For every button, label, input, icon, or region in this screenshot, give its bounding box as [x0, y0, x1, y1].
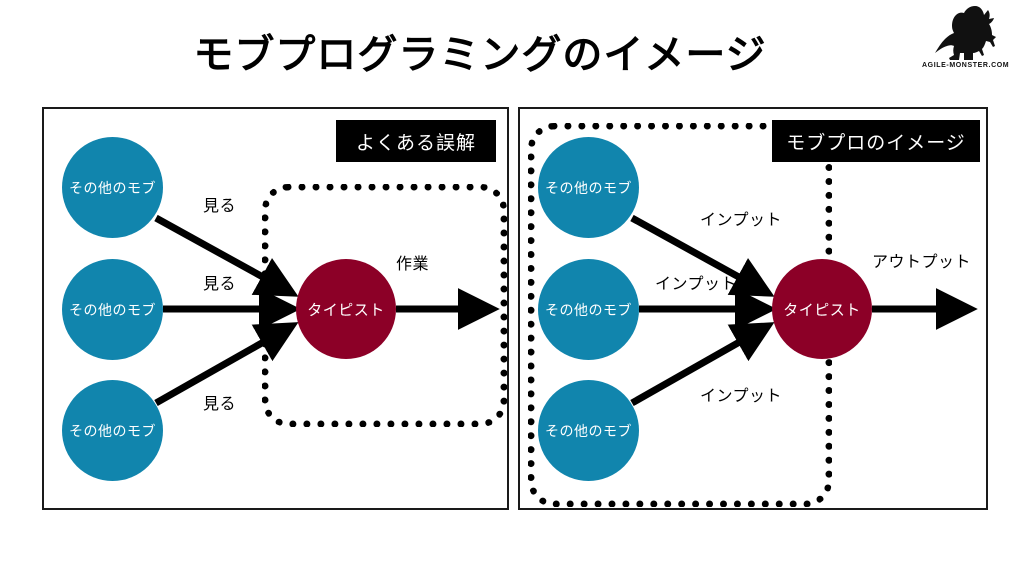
edge-label-left-3: 見る [203, 396, 237, 413]
edge-label-right-3: インプット [700, 388, 783, 405]
typist-circle-label: タイピスト [307, 301, 385, 319]
edge-label-left-2: 見る [203, 276, 237, 293]
monster-logo-icon [922, 4, 1006, 60]
mob-circle-label: その他のモブ [545, 301, 632, 318]
brand-logo: AGILE-MONSTER.COM [922, 4, 1010, 74]
mob-circle-label: その他のモブ [69, 422, 156, 439]
mob-circle-right-2: その他のモブ [538, 259, 639, 360]
edge-label-right-1: インプット [700, 212, 783, 229]
edge-label-left-4: 作業 [396, 256, 430, 273]
edge-label-right-4: アウトプット [872, 254, 972, 271]
page-title: モブプログラミングのイメージ [193, 33, 767, 77]
typist-circle-right: タイピスト [772, 259, 872, 359]
logo-text: AGILE-MONSTER.COM [922, 62, 1010, 69]
mob-circle-label: その他のモブ [545, 179, 632, 196]
mob-circle-label: その他のモブ [69, 301, 156, 318]
mob-circle-right-3: その他のモブ [538, 380, 639, 481]
mob-circle-label: その他のモブ [545, 422, 632, 439]
mob-circle-left-3: その他のモブ [62, 380, 163, 481]
mob-circle-left-2: その他のモブ [62, 259, 163, 360]
mob-circle-label: その他のモブ [69, 179, 156, 196]
edge-label-left-1: 見る [203, 198, 237, 215]
typist-circle-label: タイピスト [783, 301, 861, 319]
edge-label-right-2: インプット [655, 276, 738, 293]
panel-right-label: モブプロのイメージ [772, 120, 980, 162]
mob-circle-right-1: その他のモブ [538, 137, 639, 238]
panel-left-label: よくある誤解 [336, 120, 496, 162]
typist-circle-left: タイピスト [296, 259, 396, 359]
mob-circle-left-1: その他のモブ [62, 137, 163, 238]
